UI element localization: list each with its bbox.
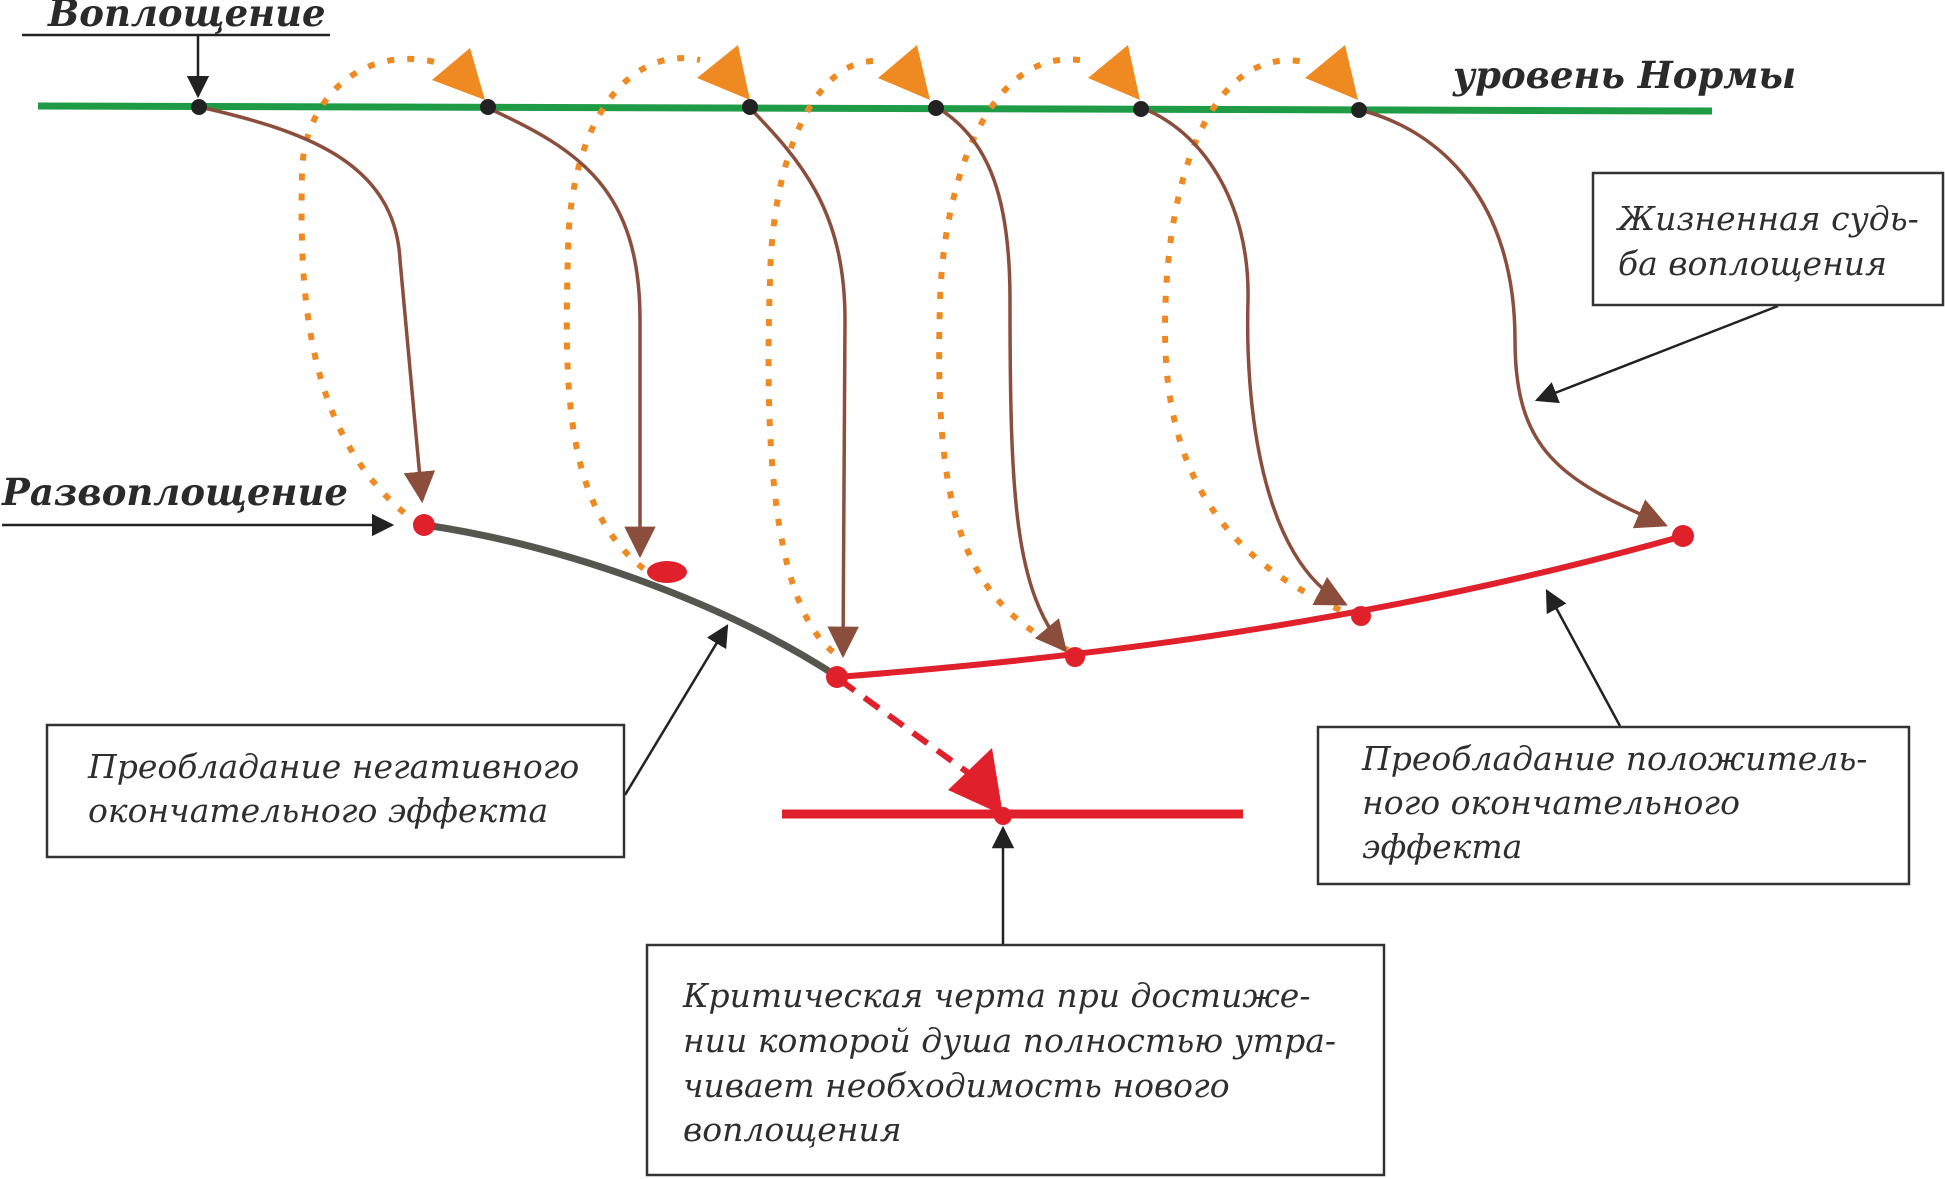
end-node-6 — [1672, 525, 1694, 547]
positive-effect-curve — [837, 533, 1684, 680]
life-fate-pointer — [1534, 304, 1779, 404]
return-arrowhead-5 — [1305, 45, 1358, 100]
life-fate-box: Жизненная судь- ба воплощения — [1591, 171, 1945, 307]
norm-level-label: уровень Нормы — [1452, 53, 1796, 97]
life-fate-line-2: ба воплощения — [1618, 244, 1887, 283]
critical-line-text-2: нии которой душа полностью утра- — [683, 1021, 1336, 1060]
incarnation-label: Воплощение — [47, 0, 326, 35]
critical-line-box: Критическая черта при достиже- нии котор… — [645, 943, 1386, 1177]
positive-effect-line-1: Преобладание положитель- — [1361, 739, 1867, 778]
return-path-1 — [298, 55, 436, 528]
return-path-2 — [563, 55, 701, 583]
negative-effect-pointer — [623, 624, 729, 796]
positive-effect-line-2: ного окончательного — [1362, 783, 1740, 822]
norm-level-line — [37, 102, 1713, 115]
end-node-4 — [1065, 647, 1085, 667]
return-arrowhead-4 — [1088, 45, 1140, 100]
fate-curve-3 — [748, 106, 859, 659]
critical-line-text-3: чивает необходимость нового — [683, 1066, 1230, 1105]
return-paths — [298, 55, 1342, 655]
return-arrowhead-2 — [697, 45, 750, 100]
positive-effect-line-3: эффекта — [1362, 827, 1522, 866]
life-fate-line-1: Жизненная судь- — [1616, 199, 1919, 238]
fate-curve-1 — [199, 105, 436, 504]
end-nodes — [413, 514, 1694, 825]
end-node-5 — [1351, 606, 1371, 626]
norm-node-3 — [742, 99, 758, 115]
norm-node-4 — [928, 100, 944, 116]
fate-curves — [199, 105, 1668, 659]
norm-node-2 — [480, 99, 496, 115]
end-node-3 — [826, 666, 848, 688]
negative-effect-box: Преобладание негативного окончательного … — [45, 723, 626, 859]
descent-dashed-line — [838, 677, 987, 788]
critical-node — [994, 807, 1012, 825]
end-node-1 — [413, 514, 435, 536]
negative-effect-line-2: окончательного эффекта — [88, 791, 548, 830]
disincarnation-label: Развоплощение — [1, 470, 348, 514]
return-arrowheads — [432, 45, 1358, 100]
critical-line-text-4: воплощения — [683, 1110, 902, 1149]
norm-node-1 — [191, 99, 207, 115]
fate-curve-6 — [1359, 108, 1668, 529]
norm-nodes — [191, 99, 1367, 118]
fate-curve-2 — [487, 106, 656, 559]
descent-arrowhead — [948, 748, 1003, 815]
return-path-4 — [936, 56, 1091, 653]
norm-node-5 — [1133, 101, 1149, 117]
return-path-3 — [765, 58, 886, 655]
fate-curve-4 — [937, 106, 1068, 653]
positive-effect-pointer — [1545, 589, 1622, 727]
return-arrowhead-3 — [878, 45, 930, 100]
fate-curve-5 — [1141, 106, 1348, 606]
critical-line-text-1: Критическая черта при достиже- — [682, 976, 1310, 1015]
norm-node-6 — [1351, 102, 1367, 118]
negative-effect-curve — [424, 521, 840, 680]
return-arrowhead-1 — [432, 48, 485, 100]
negative-effect-line-1: Преобладание негативного — [87, 747, 579, 786]
end-node-2 — [647, 561, 687, 583]
positive-effect-box: Преобладание положитель- ного окончатель… — [1316, 725, 1911, 886]
